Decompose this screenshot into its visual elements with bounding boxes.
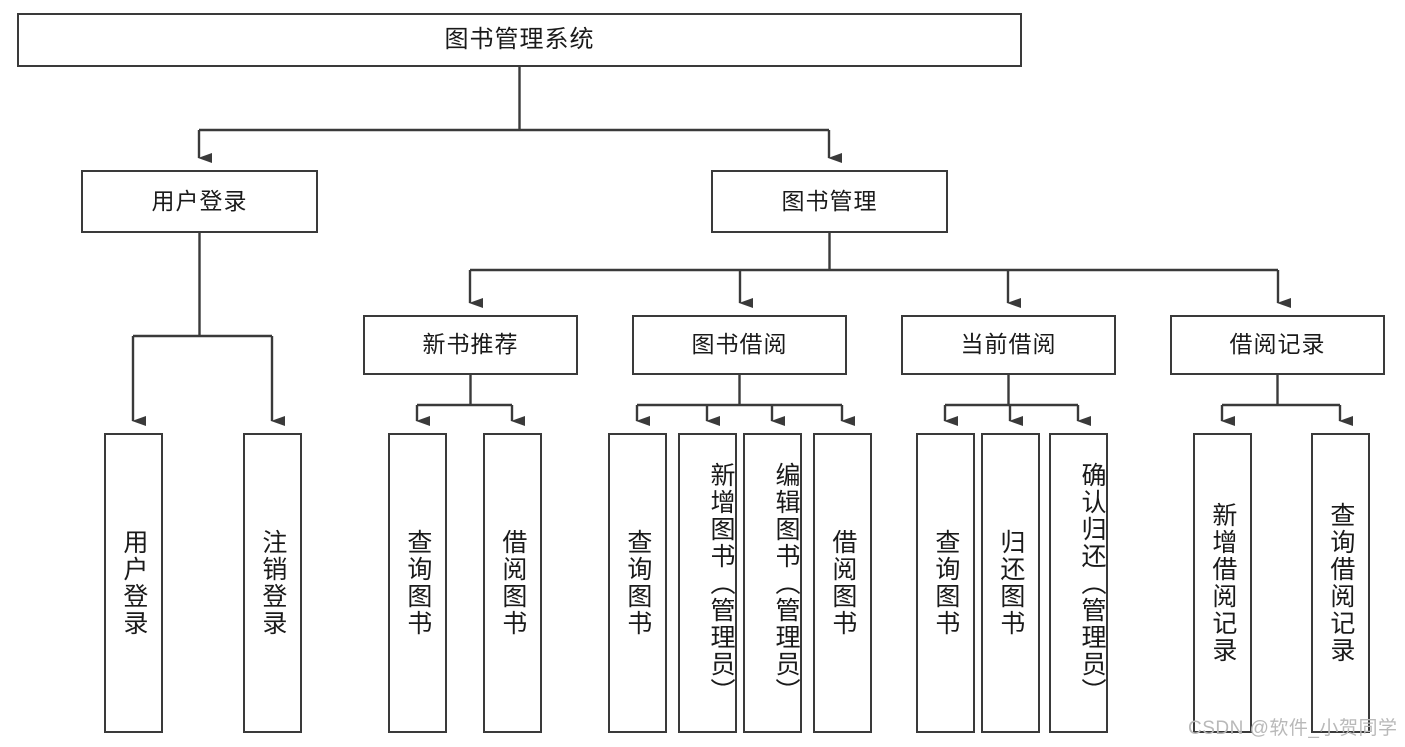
node-leaf-edit-book[interactable]: 编辑图书（管理员） bbox=[743, 433, 802, 733]
node-leaf-logout[interactable]: 注销登录 bbox=[243, 433, 302, 733]
node-leaf-user-login-label: 用户登录 bbox=[119, 529, 148, 637]
node-new-book-rec[interactable]: 新书推荐 bbox=[363, 315, 578, 375]
node-leaf-edit-book-label: 编辑图书（管理员） bbox=[772, 461, 800, 705]
node-user-login[interactable]: 用户登录 bbox=[81, 170, 318, 233]
node-leaf-query-book-rec-label: 查询图书 bbox=[403, 529, 432, 637]
node-root-label: 图书管理系统 bbox=[444, 25, 595, 53]
node-book-borrow-label: 图书借阅 bbox=[691, 331, 788, 358]
node-leaf-return-book-label: 归还图书 bbox=[996, 529, 1025, 637]
node-leaf-query-book-borrow[interactable]: 查询图书 bbox=[608, 433, 667, 733]
node-leaf-query-record-label: 查询借阅记录 bbox=[1326, 502, 1355, 664]
node-borrow-record[interactable]: 借阅记录 bbox=[1170, 315, 1385, 375]
node-leaf-confirm-return[interactable]: 确认归还（管理员） bbox=[1049, 433, 1108, 733]
node-leaf-borrow-book-label: 借阅图书 bbox=[828, 529, 857, 637]
node-leaf-confirm-return-label: 确认归还（管理员） bbox=[1078, 461, 1106, 705]
node-leaf-borrow-book-rec-label: 借阅图书 bbox=[498, 529, 527, 637]
node-leaf-borrow-book[interactable]: 借阅图书 bbox=[813, 433, 872, 733]
node-new-book-rec-label: 新书推荐 bbox=[422, 331, 519, 358]
node-book-borrow[interactable]: 图书借阅 bbox=[632, 315, 847, 375]
node-leaf-add-book[interactable]: 新增图书（管理员） bbox=[678, 433, 737, 733]
node-borrow-record-label: 借阅记录 bbox=[1229, 331, 1326, 358]
node-book-manage-label: 图书管理 bbox=[781, 187, 878, 214]
node-leaf-query-book-rec[interactable]: 查询图书 bbox=[388, 433, 447, 733]
node-current-borrow-label: 当前借阅 bbox=[960, 331, 1057, 358]
node-leaf-user-login[interactable]: 用户登录 bbox=[104, 433, 163, 733]
node-leaf-query-record[interactable]: 查询借阅记录 bbox=[1311, 433, 1370, 733]
node-book-manage[interactable]: 图书管理 bbox=[711, 170, 948, 233]
node-leaf-return-book[interactable]: 归还图书 bbox=[981, 433, 1040, 733]
node-leaf-query-book-cur-label: 查询图书 bbox=[931, 529, 960, 637]
node-leaf-borrow-book-rec[interactable]: 借阅图书 bbox=[483, 433, 542, 733]
node-leaf-logout-label: 注销登录 bbox=[258, 529, 287, 637]
node-current-borrow[interactable]: 当前借阅 bbox=[901, 315, 1116, 375]
node-user-login-label: 用户登录 bbox=[151, 187, 248, 214]
node-leaf-add-book-label: 新增图书（管理员） bbox=[707, 461, 735, 705]
node-leaf-add-record[interactable]: 新增借阅记录 bbox=[1193, 433, 1252, 733]
node-leaf-query-book-borrow-label: 查询图书 bbox=[623, 529, 652, 637]
node-leaf-add-record-label: 新增借阅记录 bbox=[1208, 502, 1237, 664]
watermark: CSDN @软件_小贺同学 bbox=[1188, 718, 1398, 739]
node-root[interactable]: 图书管理系统 bbox=[17, 13, 1022, 67]
node-leaf-query-book-cur[interactable]: 查询图书 bbox=[916, 433, 975, 733]
